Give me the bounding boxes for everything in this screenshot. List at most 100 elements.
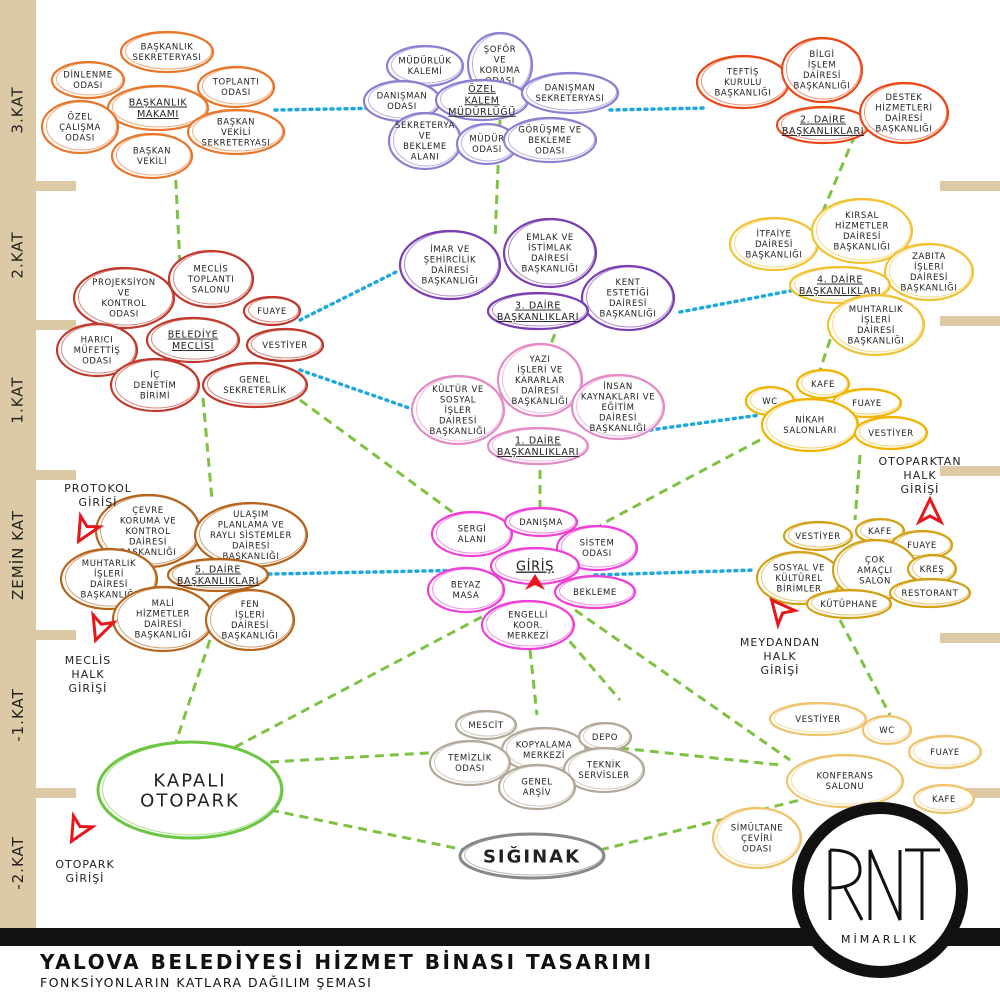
room-label: 1. DAİRE: [515, 436, 561, 447]
room-label: MECLİSİ: [172, 341, 214, 352]
entrance-arrow-icon: [91, 610, 119, 644]
room-label: HİZMETLER: [136, 609, 190, 620]
main-entrance-arrow-icon: [525, 574, 545, 590]
entrance-label: MEYDANDAN: [740, 636, 820, 649]
room-label: WC: [762, 397, 778, 407]
room-label: BEYAZ: [451, 581, 481, 591]
room-bubble: [711, 806, 803, 870]
room-node-vestiyer-1: VESTİYER: [853, 415, 929, 451]
room-bubble-stroke: [210, 590, 293, 648]
room-bubble: [883, 242, 975, 302]
room-bubble: [106, 84, 210, 132]
room-label: BAŞKANLIKLARI: [799, 286, 881, 297]
room-node-bekleme: BEKLEME: [553, 574, 637, 610]
room-label: ÖZEL: [67, 111, 92, 122]
room-label: ZABITA: [912, 252, 946, 262]
room-label: DAİRESİ: [885, 113, 923, 124]
room-label: MÜDÜR: [469, 134, 504, 145]
room-label: GENEL: [521, 778, 552, 788]
room-label: BAŞKANLIĞI: [135, 629, 192, 641]
room-label: SİSTEM: [580, 538, 615, 549]
room-bubble: [486, 291, 590, 331]
room-label: BAŞKANLIĞI: [848, 335, 905, 347]
room-label: MERKEZİ: [507, 630, 549, 641]
room-bubble-stroke: [717, 808, 800, 866]
vertical-relation-link: [173, 164, 182, 266]
room-bubble: [562, 746, 646, 794]
room-bubble-stroke: [464, 834, 603, 876]
room-label: BEKLEME: [573, 588, 617, 598]
room-bubble-stroke: [151, 318, 238, 360]
room-bubble: [912, 783, 976, 815]
room-bubble-stroke: [832, 295, 923, 353]
room-label: SERVİSLER: [578, 770, 629, 781]
room-label: DAİRESİ: [843, 231, 881, 242]
room-label: ESTETİĞİ: [607, 287, 650, 299]
room-label: DAİRESİ: [439, 415, 477, 426]
room-label: BEKLEME: [528, 136, 572, 146]
room-bubble: [458, 832, 606, 880]
room-bubble: [788, 265, 892, 305]
room-label: KORUMA VE: [120, 516, 176, 526]
room-label: İŞLERİ VE: [517, 364, 563, 375]
entrance-label: GİRİŞİ: [761, 664, 800, 677]
room-label: SALONU: [192, 285, 231, 295]
room-label: KAFE: [932, 795, 956, 805]
room-bubble: [553, 574, 637, 610]
room-label: DESTEK: [885, 93, 922, 103]
room-bubble: [497, 763, 577, 811]
entrance-label: OTOPARKTAN: [878, 455, 961, 468]
vertical-relation-link: [853, 454, 862, 521]
vertical-relation-link: [299, 398, 471, 527]
room-label: KAPALI: [153, 770, 226, 791]
room-label: EĞİTİM: [601, 401, 634, 413]
room-bubble: [242, 295, 302, 327]
room-bubble-stroke: [508, 118, 595, 160]
room-label: RAYLI SİSTEMLER: [210, 530, 292, 541]
room-label: BAŞKANLIKLARI: [497, 312, 579, 323]
room-bubble: [861, 714, 913, 746]
room-bubble-stroke: [837, 389, 900, 415]
room-bubble: [570, 373, 666, 441]
room-label: DAİRESİ: [129, 536, 167, 547]
room-bubble: [782, 520, 854, 552]
room-label: BAŞKANLIĞI: [876, 123, 933, 135]
room-bubble-stroke: [391, 46, 462, 84]
floor-divider: [940, 181, 1000, 191]
room-label: BELEDİYE: [168, 330, 219, 341]
room-label: BİLGİ: [809, 49, 834, 60]
room-label: FUAYE: [907, 541, 937, 551]
room-label: SEKRETERYASI: [202, 138, 271, 148]
room-bubble: [428, 739, 512, 787]
room-label: KONFERANS: [817, 772, 874, 782]
room-label: DANIŞMA: [519, 518, 563, 528]
room-bubble: [166, 557, 270, 593]
room-label: İMAR VE: [430, 244, 470, 255]
room-label: DAİRESİ: [144, 619, 182, 630]
room-label: ŞOFÖR: [484, 44, 517, 55]
room-bubble-stroke: [115, 359, 198, 409]
room-label: DAİRESİ: [90, 579, 128, 590]
room-label: KORUMA: [480, 66, 521, 76]
horizontal-relation-link: [678, 288, 797, 314]
room-label: FUAYE: [257, 307, 287, 317]
room-label: SEKRETERLİK: [223, 385, 287, 396]
room-label: İÇ: [150, 369, 160, 380]
room-label: BAŞKANLIĞI: [834, 241, 891, 253]
vertical-relation-link: [619, 746, 781, 767]
room-bubble-stroke: [56, 62, 123, 96]
